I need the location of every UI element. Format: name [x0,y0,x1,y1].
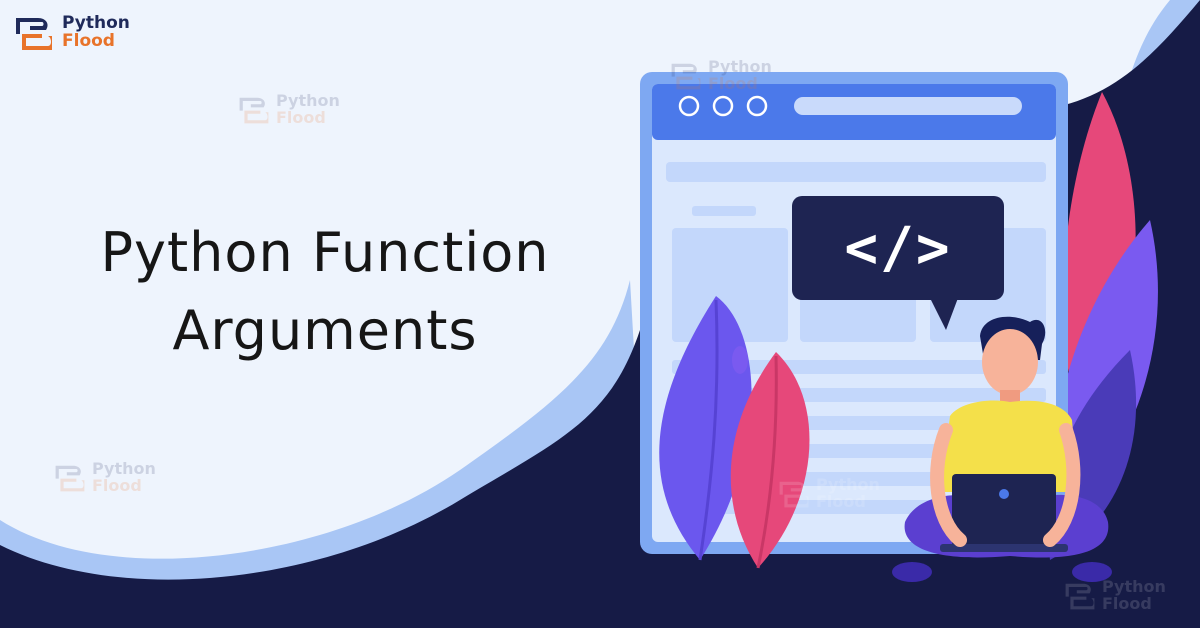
watermark-line1: Python [276,91,340,110]
python-flood-logo-icon [671,63,701,90]
leaf-purple-front-vein [698,299,719,561]
watermark-logo: Python Flood [1062,578,1166,612]
watermark-line2: Flood [276,108,326,127]
leaf-pink-front [730,352,810,568]
leaf-pink-front-vein [756,355,778,569]
watermark-line1: Python [708,57,772,76]
brand-name-line1: Python [62,13,130,33]
leaf-bud [732,346,748,374]
watermark-logo: Python Flood [52,460,156,494]
watermark-line2: Flood [816,492,866,511]
page-title: Python Function Arguments [60,214,590,370]
code-symbol: </> [844,215,952,281]
watermark-logo: Python Flood [236,92,340,126]
title-line2: Arguments [172,299,478,362]
watermark-line2: Flood [92,476,142,495]
watermark-line1: Python [816,475,880,494]
watermark-logo: Python Flood [668,58,772,92]
python-flood-logo-icon [55,465,85,492]
python-flood-logo-icon [779,481,809,508]
brand-logo: Python Flood [12,12,130,52]
python-flood-logo-icon [239,97,269,124]
title-line1: Python Function [100,221,550,284]
python-flood-logo-icon [1065,583,1095,610]
watermark-logo: Python Flood [776,476,880,510]
watermark-line1: Python [1102,577,1166,596]
brand-name-line2: Flood [62,31,115,51]
person-with-laptop-icon [892,316,1112,582]
leaf-purple-front [659,296,752,560]
watermark-line2: Flood [1102,594,1152,613]
watermark-line2: Flood [708,74,758,93]
code-bubble-icon [792,196,1004,330]
watermark-line1: Python [92,459,156,478]
python-flood-logo-icon [16,18,52,50]
